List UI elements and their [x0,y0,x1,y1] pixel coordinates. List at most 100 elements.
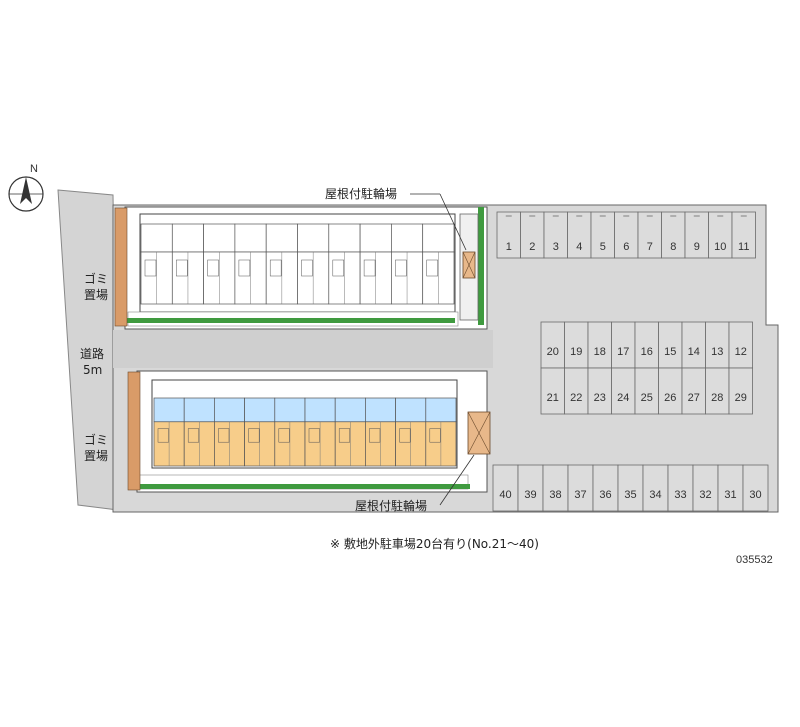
parking-stall-number: 40 [499,489,511,501]
parking-stall: 31 [717,464,744,512]
apartment-unit [214,397,245,467]
parking-stall: 10 [708,211,733,259]
bike-shed-bottom-leader [439,454,475,506]
parking-stall-number: 21 [547,392,559,404]
parking-stall-number: 19 [570,346,582,358]
parking-stall: 8 [661,211,686,259]
compass-mark: N [30,163,38,175]
parking-stall-number: 6 [623,241,629,253]
apartment-unit [140,223,173,305]
parking-stall: 28 [705,367,730,415]
apartment-unit [171,223,204,305]
parking-stall-number: 15 [664,346,676,358]
apartment-unit [395,397,427,467]
parking-stall-number: 17 [617,346,629,358]
parking-stall-number: 38 [549,489,561,501]
apartment-unit [297,223,330,305]
parking-stall: 33 [667,464,694,512]
parking-stall-number: 2 [529,241,535,253]
parking-stall: 34 [642,464,669,512]
apartment-unit [359,223,392,305]
parking-stall: 40 [492,464,519,512]
parking-stall: 15 [658,321,683,369]
parking-stall: 26 [658,367,683,415]
parking-stall-number: 34 [649,489,661,501]
north-arrow-compass-icon: N [8,163,44,212]
apartment-unit [153,397,185,467]
bike-shed-top [459,213,479,321]
parking-stall: 3 [543,211,568,259]
parking-stall-number: 23 [594,392,606,404]
parking-stall: 19 [564,321,589,369]
parking-stall: 37 [567,464,594,512]
parking-stall: 9 [684,211,709,259]
garbage-top-label-line1: ゴミ [84,271,108,286]
building-bottom [127,370,488,493]
apartment-unit [265,223,298,305]
property-code: 035532 [736,554,773,566]
offsite-parking-note: ※ 敷地外駐車場20台有り(No.21～40) [330,536,539,551]
parking-stall-number: 36 [599,489,611,501]
parking-stall: 38 [542,464,569,512]
apartment-unit [425,397,457,467]
apartment-unit [365,397,396,467]
parking-stall-number: 5 [600,241,606,253]
parking-stall: 6 [614,211,639,259]
garbage-bottom-label-line1: ゴミ [84,432,108,447]
parking-stall-number: 16 [641,346,653,358]
parking-stall-number: 11 [738,241,749,253]
parking-stall: 11 [731,211,756,259]
parking-stall-number: 29 [735,392,747,404]
parking-stall: 16 [634,321,659,369]
parking-stall-number: 30 [749,489,761,501]
parking-stall-number: 9 [694,241,700,253]
parking-stall: 5 [590,211,615,259]
parking-stall: 36 [592,464,619,512]
apartment-unit [304,397,336,467]
parking-stall: 17 [611,321,636,369]
parking-stall-number: 8 [670,241,676,253]
parking-stall-number: 12 [735,346,747,358]
parking-stall-number: 13 [711,346,723,358]
parking-stall: 27 [681,367,706,415]
parking-stall: 30 [742,464,769,512]
parking-stall-number: 27 [688,392,700,404]
parking-stall-number: 18 [594,346,606,358]
parking-stall: 35 [617,464,644,512]
parking-stall-number: 35 [624,489,636,501]
bike-shed-top-label: 屋根付駐輪場 [325,186,397,201]
bike-shed-bottom [467,411,491,455]
parking-stall: 29 [728,367,753,415]
parking-stall-number: 10 [714,241,726,253]
parking-stall-number: 39 [524,489,536,501]
parking-stall: 1 [496,211,521,259]
driveway [113,330,493,368]
parking-stall-number: 22 [570,392,582,404]
apartment-unit [391,223,424,305]
apartment-unit [274,397,306,467]
parking-stall: 22 [564,367,589,415]
parking-stall-number: 33 [674,489,686,501]
parking-stall-number: 20 [547,346,559,358]
parking-stall: 24 [611,367,636,415]
parking-stall: 20 [540,321,565,369]
parking-stall: 32 [692,464,719,512]
apartment-unit [334,397,366,467]
apartment-unit [422,223,455,305]
parking-stall: 4 [567,211,592,259]
parking-stall: 23 [587,367,612,415]
parking-stall: 2 [520,211,545,259]
parking-stall: 7 [637,211,662,259]
parking-stall: 13 [705,321,730,369]
apartment-unit [328,223,361,305]
parking-stall: 18 [587,321,612,369]
garbage-top-label-line2: 置場 [84,288,108,302]
parking-stall-number: 4 [576,241,582,253]
parking-stall-number: 7 [647,241,653,253]
parking-stall-number: 25 [641,392,653,404]
road-label-line2: 5m [83,363,102,377]
parking-stall: 39 [517,464,544,512]
parking-stall-number: 1 [506,241,512,253]
